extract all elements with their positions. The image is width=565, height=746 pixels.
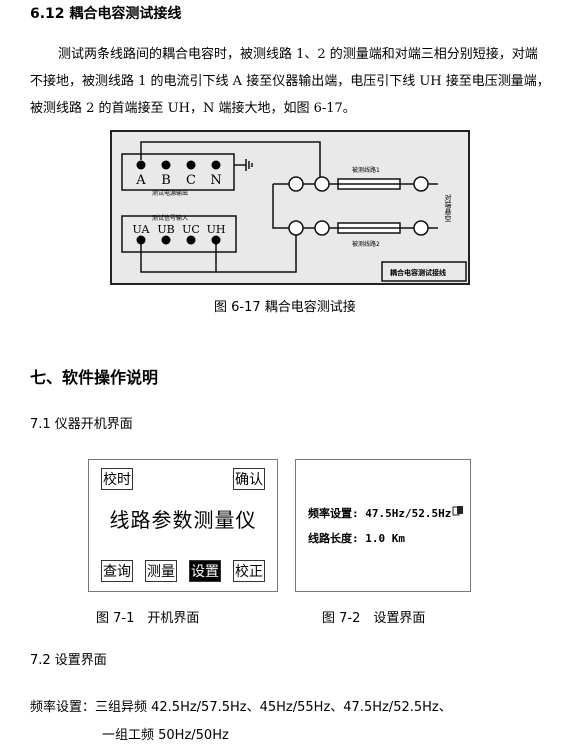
frequency-setting-description-cont: 一组工频 50Hz/50Hz: [102, 728, 229, 743]
terminal-label: UA: [133, 223, 151, 236]
terminal-label: UC: [182, 223, 200, 236]
terminal-label: N: [210, 173, 221, 188]
terminal-label: A: [135, 173, 146, 188]
paragraph-coupling-capacitance: 测试两条线路间的耦合电容时，被测线路 1、2 的测量端和对端三相分别短接，对端不…: [30, 47, 550, 116]
section-title-6-12: 6.12 耦合电容测试接线: [30, 6, 182, 22]
output-label: 测试电源输出: [152, 189, 188, 197]
startup-screen: 校时 确认 线路参数测量仪 查询 测量 设置 校正: [88, 459, 278, 592]
wiring-diagram: A B C N UA UB UC UH 测试电源输出 测试信号输入 被测线路1 …: [110, 130, 470, 285]
terminal-label: B: [161, 173, 171, 188]
calibrate-button[interactable]: 校正: [233, 560, 265, 582]
terminal-label: UB: [157, 223, 174, 236]
terminal-label: C: [186, 173, 196, 188]
output-terminal-box: [121, 153, 235, 191]
section-title-7: 七、软件操作说明: [30, 368, 159, 387]
figure-caption-7-2: 图 7-2 设置界面: [322, 611, 426, 626]
figure-caption-6-17: 图 6-17 耦合电容测试接: [214, 300, 356, 315]
input-label: 测试信号输入: [152, 214, 188, 222]
terminal-label: UH: [207, 223, 226, 236]
edit-icon[interactable]: [452, 505, 464, 517]
section-title-7-2: 7.2 设置界面: [30, 653, 107, 668]
settings-button[interactable]: 设置: [189, 560, 221, 582]
diagram-title-box-label: 耦合电容测试接线: [390, 268, 446, 277]
frequency-setting-line[interactable]: 频率设置: 47.5Hz/52.5Hz: [308, 507, 452, 520]
confirm-button[interactable]: 确认: [233, 468, 265, 490]
figure-caption-7-1: 图 7-1 开机界面: [96, 611, 200, 626]
wiring-diagram-svg: A B C N UA UB UC UH 测试电源输出 测试信号输入 被测线路1 …: [121, 141, 467, 282]
time-button[interactable]: 校时: [101, 468, 133, 490]
input-terminal-box: [121, 215, 237, 253]
line2-label: 被测线路2: [352, 240, 380, 248]
line1-label: 被测线路1: [352, 166, 380, 174]
query-button[interactable]: 查询: [101, 560, 133, 582]
frequency-setting-description: 频率设置：三组异频 42.5Hz/57.5Hz、45Hz/55Hz、47.5Hz…: [30, 700, 452, 715]
device-title: 线路参数测量仪: [109, 508, 257, 532]
line-length-line[interactable]: 线路长度: 1.0 Km: [308, 532, 405, 545]
far-end-label: 对端悬空: [444, 193, 452, 222]
settings-screen: 频率设置: 47.5Hz/52.5Hz 线路长度: 1.0 Km: [295, 459, 471, 592]
measure-button[interactable]: 测量: [145, 560, 177, 582]
section-title-7-1: 7.1 仪器开机界面: [30, 417, 133, 432]
